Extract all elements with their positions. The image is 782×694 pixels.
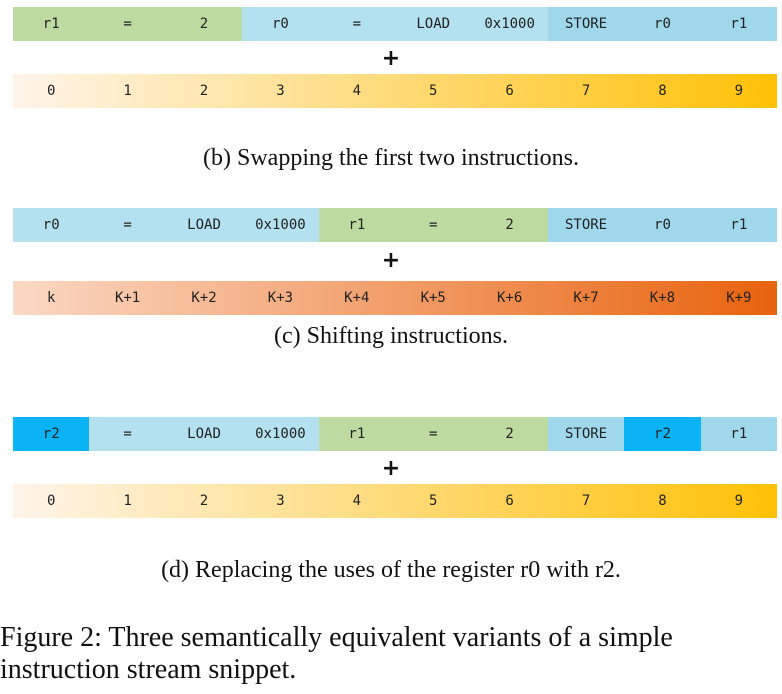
instruction-cell: 0x1000 bbox=[471, 7, 548, 41]
instruction-cell: = bbox=[89, 7, 166, 41]
position-cell: K+4 bbox=[344, 290, 370, 306]
position-cell: 1 bbox=[123, 83, 132, 99]
position-cell: 3 bbox=[276, 493, 285, 509]
plus-icon: + bbox=[381, 456, 401, 481]
position-cell: 4 bbox=[352, 493, 362, 509]
panel-b-caption: (b) Swapping the first two instructions. bbox=[203, 145, 579, 171]
instruction-cell: 2 bbox=[471, 208, 548, 242]
instruction-cell: 0x1000 bbox=[242, 208, 319, 242]
panel-c-position-row: k K+1 K+2 K+3 K+4 K+5 K+6 K+7 K+8 K+9 bbox=[13, 281, 777, 315]
instruction-cell: = bbox=[89, 208, 166, 242]
panel-b-instruction-row: r1 = 2 r0 = LOAD 0x1000 STORE r0 r1 bbox=[13, 7, 778, 41]
position-cell: 6 bbox=[505, 493, 514, 509]
instruction-cell: r0 bbox=[624, 208, 701, 242]
position-cell: 1 bbox=[123, 493, 132, 509]
position-cell: k bbox=[46, 290, 56, 306]
instruction-cell: = bbox=[89, 417, 166, 451]
figure-caption: Figure 2: Three semantically equivalent … bbox=[0, 622, 673, 685]
panel-d-position-row: 0 1 2 3 4 5 6 7 8 9 bbox=[13, 484, 777, 518]
position-cell: K+7 bbox=[573, 290, 599, 306]
panel-c-instruction-row: r0 = LOAD 0x1000 r1 = 2 STORE r0 r1 bbox=[13, 208, 778, 242]
instruction-cell: STORE bbox=[547, 7, 625, 41]
instruction-cell: r1 bbox=[318, 417, 396, 451]
panel-d-instruction-row: r2 = LOAD 0x1000 r1 = 2 STORE r2 r1 bbox=[13, 417, 778, 451]
instruction-cell: r0 bbox=[624, 7, 701, 41]
position-cell: K+9 bbox=[726, 290, 752, 306]
position-cell: 5 bbox=[429, 83, 438, 99]
instruction-cell: r0 bbox=[13, 208, 90, 242]
instruction-cell: STORE bbox=[547, 417, 625, 451]
position-cell: K+8 bbox=[649, 290, 676, 306]
instruction-cell: STORE bbox=[547, 208, 625, 242]
instruction-cell: r1 bbox=[318, 208, 396, 242]
instruction-cell: r2 bbox=[13, 417, 90, 451]
position-cell: 7 bbox=[581, 493, 591, 509]
position-cell: 7 bbox=[581, 83, 591, 99]
plus-icon: + bbox=[381, 248, 401, 273]
position-cell: 5 bbox=[429, 493, 438, 509]
position-cell: 8 bbox=[658, 83, 667, 99]
instruction-cell: r1 bbox=[700, 7, 778, 41]
instruction-cell: r1 bbox=[13, 7, 90, 41]
panel-b-position-row: 0 1 2 3 4 5 6 7 8 9 bbox=[13, 74, 777, 108]
position-cell: 6 bbox=[505, 83, 514, 99]
position-cell: 8 bbox=[658, 493, 667, 509]
instruction-cell: 2 bbox=[165, 7, 243, 41]
instruction-cell: r1 bbox=[700, 208, 778, 242]
position-cell: 9 bbox=[734, 493, 744, 509]
position-cell: 0 bbox=[46, 83, 56, 99]
instruction-cell: LOAD bbox=[165, 208, 243, 242]
position-cell: 0 bbox=[46, 493, 56, 509]
instruction-cell: 2 bbox=[471, 417, 548, 451]
instruction-cell: r0 bbox=[242, 7, 319, 41]
position-cell: 2 bbox=[199, 493, 209, 509]
instruction-cell: r2 bbox=[624, 417, 701, 451]
instruction-cell: 0x1000 bbox=[242, 417, 319, 451]
plus-icon: + bbox=[381, 46, 401, 71]
position-cell: K+2 bbox=[191, 290, 217, 306]
panel-d-caption: (d) Replacing the uses of the register r… bbox=[161, 557, 621, 583]
instruction-cell: LOAD bbox=[395, 7, 472, 41]
instruction-cell: LOAD bbox=[165, 417, 243, 451]
position-cell: 3 bbox=[276, 83, 285, 99]
position-cell: 4 bbox=[352, 83, 362, 99]
position-cell: K+5 bbox=[420, 290, 446, 306]
position-cell: 2 bbox=[199, 83, 209, 99]
instruction-cell: r1 bbox=[700, 417, 778, 451]
position-cell: K+6 bbox=[496, 290, 523, 306]
position-cell: K+3 bbox=[267, 290, 294, 306]
instruction-cell: = bbox=[395, 417, 472, 451]
instruction-cell: = bbox=[395, 208, 472, 242]
position-cell: K+1 bbox=[114, 290, 141, 306]
position-cell: 9 bbox=[734, 83, 744, 99]
instruction-cell: = bbox=[318, 7, 396, 41]
panel-c-caption: (c) Shifting instructions. bbox=[274, 323, 508, 349]
